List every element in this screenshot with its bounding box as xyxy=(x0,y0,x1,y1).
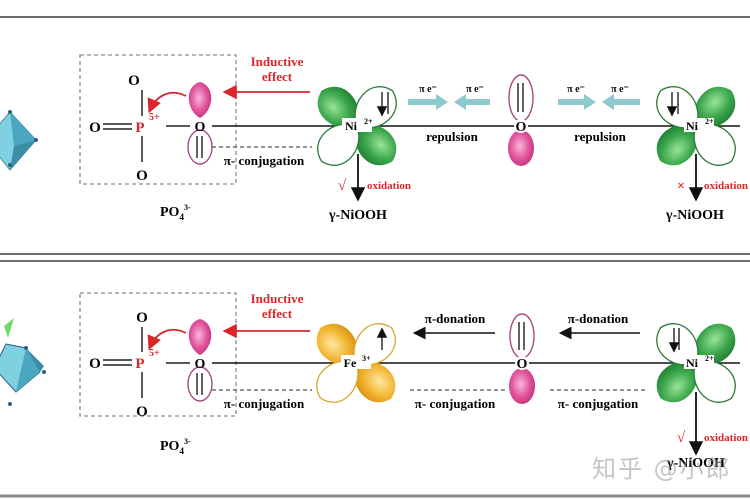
oxygen-top: O xyxy=(128,73,140,89)
phosphate-box xyxy=(79,54,237,185)
bottom-panel: O O P 5+ O O PO43- Inductive effect π- c… xyxy=(0,291,748,471)
donation-left-label: π-donation xyxy=(425,311,486,326)
octahedron-icon xyxy=(0,110,38,171)
ni-charge-left: 2+ xyxy=(364,117,373,126)
ni-charge-bottom: 2+ xyxy=(705,354,714,363)
product-left: γ-NiOOH xyxy=(328,208,387,223)
repulsion-label-right: repulsion xyxy=(574,129,627,144)
oxygen-bottom: O xyxy=(136,404,148,420)
fe-orbital: Fe 3+ xyxy=(307,314,405,412)
oxygen-filled-lobe xyxy=(188,319,212,355)
phosphate-structure: O O P 5+ O O xyxy=(89,310,213,420)
product-right: γ-NiOOH xyxy=(665,208,724,223)
inductive-curve-arrow xyxy=(147,328,187,351)
po4-caption: PO43- xyxy=(160,437,191,456)
oxygen-empty-lobe xyxy=(187,366,213,402)
repulsion-label-left: repulsion xyxy=(426,129,479,144)
pi-arrow-right xyxy=(408,94,448,110)
pi-arrow-left xyxy=(602,94,640,110)
conjugation-left-label: π- conjugation xyxy=(224,153,305,168)
donation-right-label: π-donation xyxy=(568,311,629,326)
pi-e-label: π e⁻ xyxy=(611,84,629,95)
oxidation-label-left: oxidation xyxy=(367,180,411,192)
ni-symbol-left: Ni xyxy=(345,119,358,133)
panel-frames xyxy=(0,16,750,498)
phosphate-structure: O O P 5+ O O xyxy=(89,73,213,184)
bridge-oxygen-1: O xyxy=(195,357,206,372)
oxygen-left: O xyxy=(89,356,101,372)
watermark: 知乎 @小郎 xyxy=(592,455,732,483)
conjugation-right-label: π- conjugation xyxy=(558,396,639,411)
oxygen-bottom: O xyxy=(136,168,148,184)
pi-e-label: π e⁻ xyxy=(567,84,585,95)
oxygen-filled-lobe xyxy=(188,82,212,118)
phosphate-box xyxy=(79,292,237,417)
oxygen-empty-lobe-center xyxy=(509,313,535,359)
ni-symbol-bottom: Ni xyxy=(686,356,699,370)
inductive-label-line1: Inductive xyxy=(251,291,304,306)
bridge-oxygen-center: O xyxy=(516,120,527,135)
oxygen-filled-lobe-center xyxy=(508,130,534,166)
pi-arrow-left xyxy=(454,94,490,110)
octahedron-cluster-icon xyxy=(0,318,46,406)
phosphorus-atom: P xyxy=(135,356,144,372)
bridge-oxygen-center: O xyxy=(517,357,528,372)
conjugation-mid-label: π- conjugation xyxy=(415,396,496,411)
oxygen-top: O xyxy=(136,310,148,326)
oxygen-filled-lobe-center xyxy=(509,368,535,404)
fe-symbol: Fe xyxy=(344,356,357,370)
po4-caption: PO43- xyxy=(160,203,191,222)
ni-orbital-right: Ni 2+ xyxy=(647,77,745,175)
phosphorus-atom: P xyxy=(135,120,144,136)
inductive-label-line2: effect xyxy=(262,69,293,84)
ni-orbital-bottom: Ni 2+ xyxy=(647,314,745,412)
oxidation-label-bottom: oxidation xyxy=(704,432,748,444)
product-bottom: γ-NiOOH xyxy=(666,456,725,471)
pi-arrow-right xyxy=(558,94,596,110)
oxidation-label-right: oxidation xyxy=(704,180,748,192)
pi-e-label: π e⁻ xyxy=(419,84,437,95)
ni-charge-right: 2+ xyxy=(705,117,714,126)
bridge-oxygen-1: O xyxy=(195,120,206,135)
phosphorus-charge: 5+ xyxy=(149,348,160,359)
oxidation-check-bottom: √ xyxy=(677,430,686,446)
conjugation-left-label: π- conjugation xyxy=(224,396,305,411)
pi-e-label: π e⁻ xyxy=(466,84,484,95)
fe-charge: 3+ xyxy=(362,354,371,363)
oxidation-check-left: √ xyxy=(338,178,347,194)
oxygen-left: O xyxy=(89,120,101,136)
oxygen-empty-lobe-center xyxy=(508,74,534,122)
inductive-label-line1: Inductive xyxy=(251,54,304,69)
phosphorus-charge: 5+ xyxy=(149,112,160,123)
ni-orbital-left: Ni 2+ xyxy=(308,77,406,175)
oxidation-cross-right: × xyxy=(677,179,685,194)
inductive-label-line2: effect xyxy=(262,306,293,321)
top-panel: O O P 5+ O O PO43- Inductive effect π- c… xyxy=(0,54,748,223)
ni-symbol-right: Ni xyxy=(686,119,699,133)
inductive-curve-arrow xyxy=(147,91,187,114)
oxygen-empty-lobe xyxy=(187,129,213,165)
